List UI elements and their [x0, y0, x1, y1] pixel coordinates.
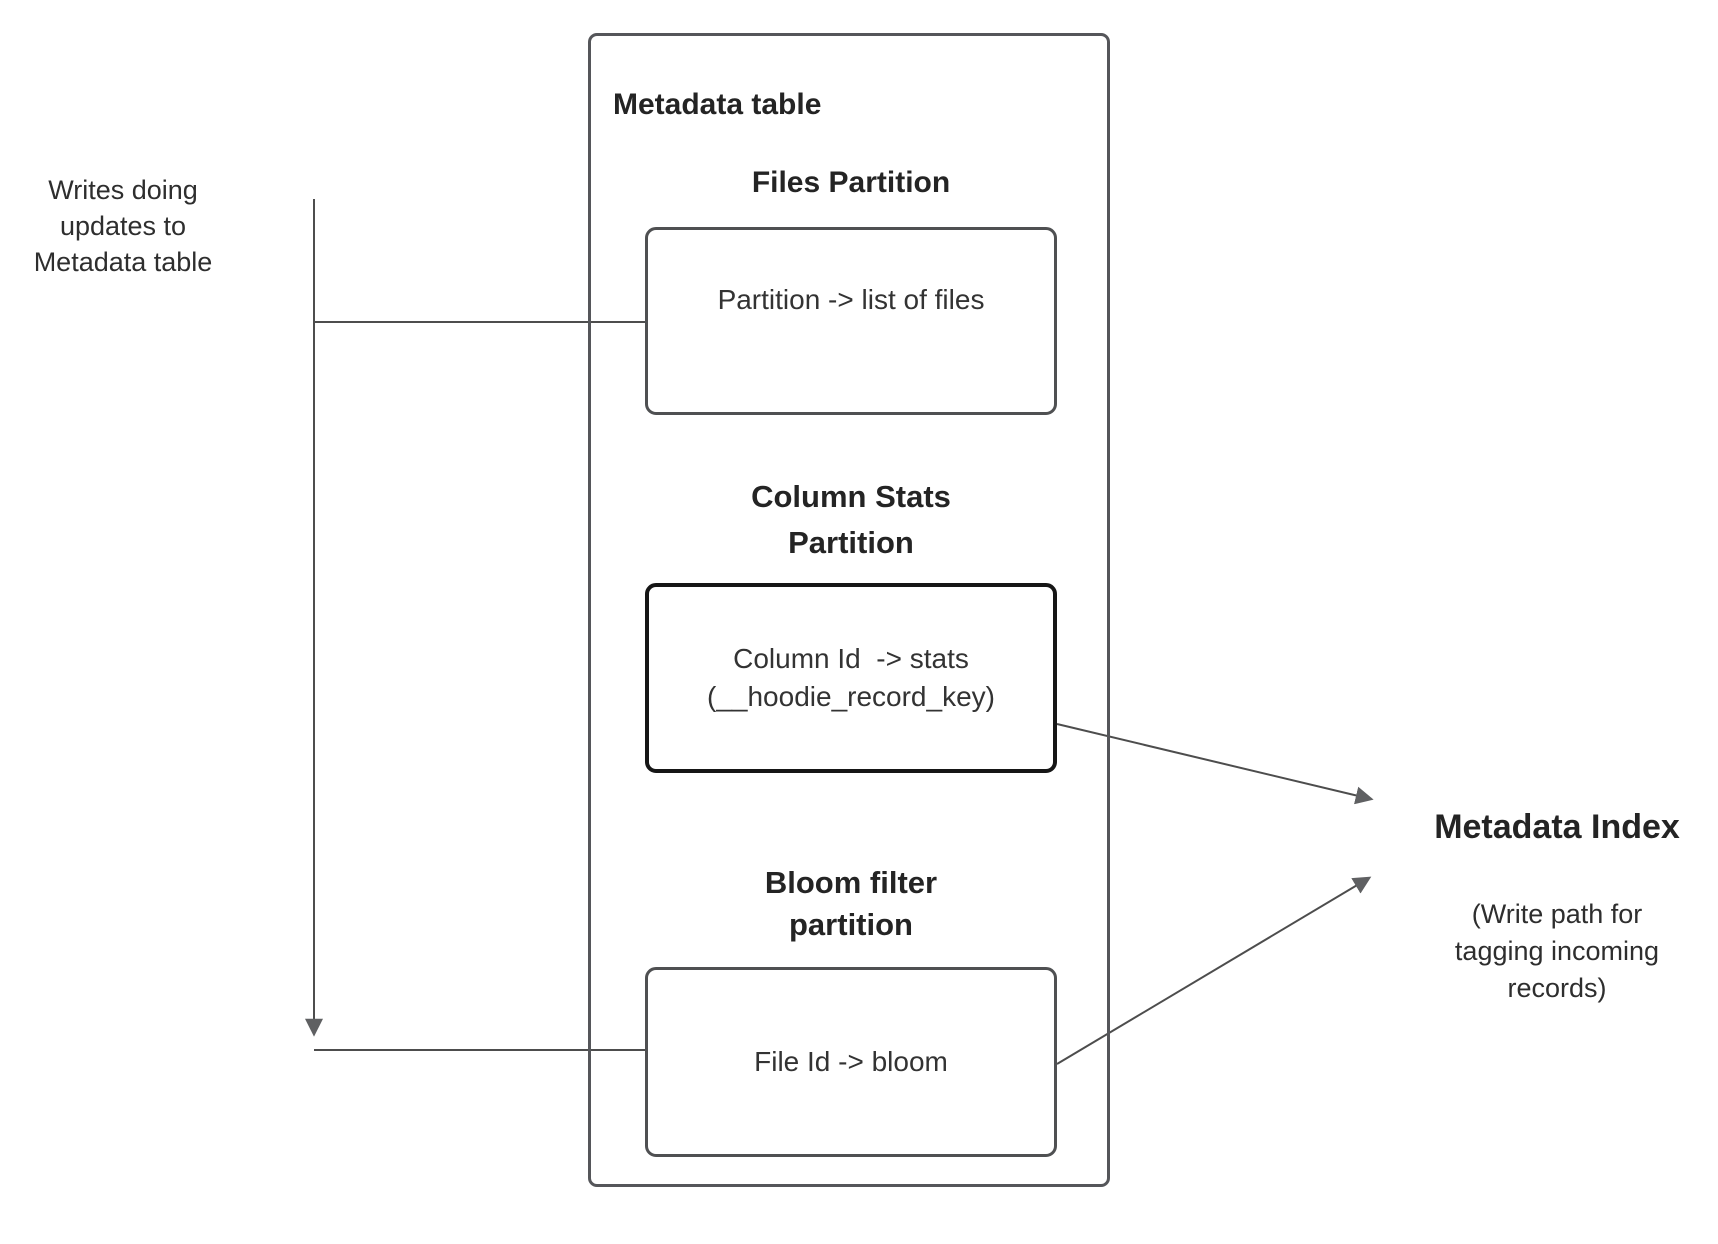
writes-updates-note: Writes doing updates to Metadata table: [33, 175, 213, 277]
metadata-table-title: Metadata table: [613, 88, 822, 121]
metadata-index-title: Metadata Index: [1434, 808, 1680, 846]
column-stats-partition-heading: Column Stats Partition: [751, 479, 951, 560]
files-partition-heading: Files Partition: [751, 166, 951, 199]
metadata-table-container: [588, 33, 1110, 1187]
metadata-index-subtitle: (Write path for tagging incoming records…: [1454, 899, 1660, 1003]
files-partition-content: Partition -> list of files: [717, 284, 985, 315]
files-partition-box: Partition -> list of files: [645, 227, 1057, 415]
bloom-filter-partition-box: File Id -> bloom: [645, 967, 1057, 1157]
column-stats-partition-box: Column Id -> stats (__hoodie_record_key): [645, 583, 1057, 773]
column-stats-partition-content: Column Id -> stats (__hoodie_record_key): [707, 643, 995, 712]
bloom-filter-partition-content: File Id -> bloom: [754, 1046, 948, 1077]
bloom-filter-partition-heading: Bloom filter partition: [764, 865, 938, 942]
